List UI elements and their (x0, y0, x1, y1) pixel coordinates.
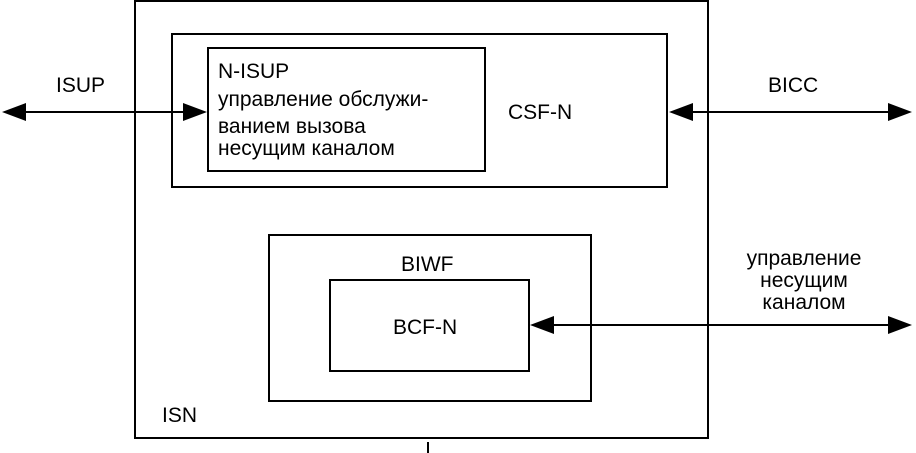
n-isup-line-3: ванием вызова (218, 115, 366, 138)
bicc-arrow (669, 103, 912, 121)
isup-label: ISUP (56, 74, 105, 97)
bearer-arrow-left-head (530, 316, 554, 334)
n-isup-box (207, 47, 486, 172)
bicc-arrow-left-head (669, 103, 693, 121)
isn-box (134, 0, 709, 439)
n-isup-line-2: управление обслужи- (218, 88, 428, 111)
n-isup-line-4: несущим каналом (218, 137, 395, 160)
bicc-arrow-right-head (888, 103, 912, 121)
bearer-label-line-3: каналом (762, 291, 845, 314)
n-isup-line-1: N-ISUP (218, 60, 289, 83)
isup-arrow-left-head (2, 103, 26, 121)
isup-arrow (2, 103, 207, 121)
bearer-label-line-2: несущим (760, 269, 848, 292)
bcf-n-box (329, 279, 530, 372)
isn-label: ISN (162, 404, 197, 427)
biwf-box (268, 234, 592, 402)
bearer-control-arrow (530, 316, 912, 334)
bearer-arrow-right-head (888, 316, 912, 334)
bicc-label: BICC (768, 74, 818, 97)
csf-n-label: CSF-N (508, 101, 572, 124)
isup-arrow-right-head (183, 103, 207, 121)
bearer-label-line-1: управление (747, 247, 862, 270)
bcf-n-label: BCF-N (393, 316, 457, 339)
biwf-label: BIWF (401, 253, 454, 276)
csf-n-box (171, 33, 668, 188)
